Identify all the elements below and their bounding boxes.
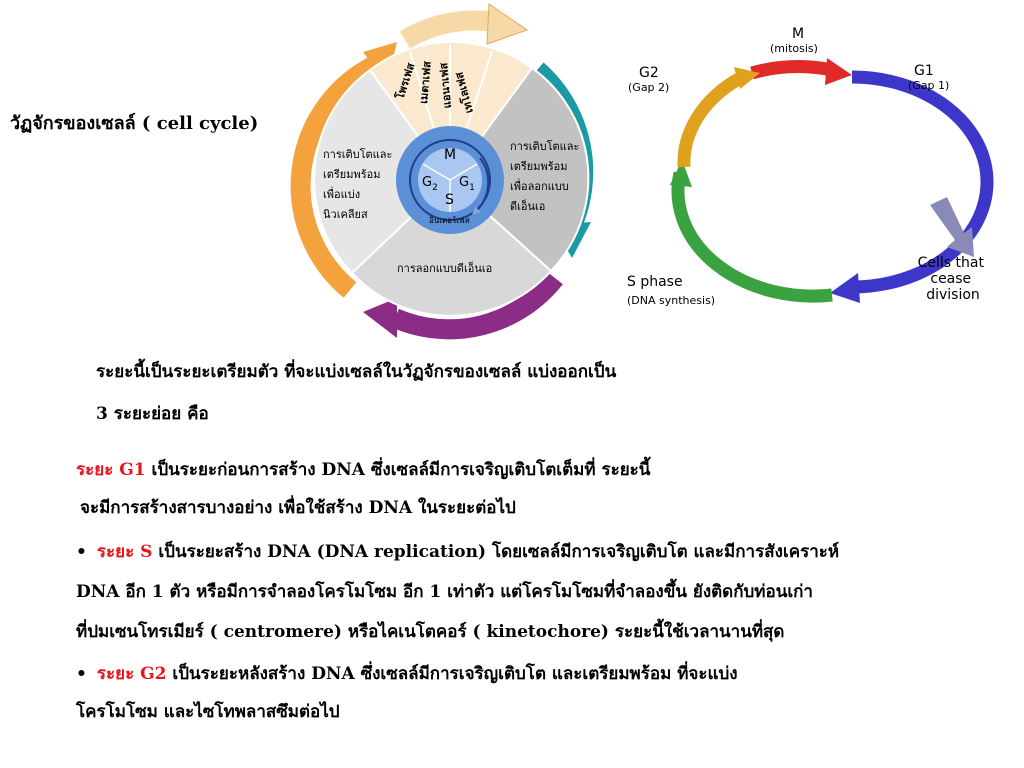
g2-label: G2 <box>639 65 659 81</box>
center-g2-label: G2 <box>422 175 438 193</box>
s-arc <box>671 171 833 303</box>
g2-sub-label: (Gap 2) <box>628 81 669 94</box>
bullet-icon: • <box>76 542 87 562</box>
s-wedge <box>350 178 553 317</box>
g2-paragraph-line-2: โครโมโซม และไซโทพลาสซึมต่อไป <box>76 702 340 722</box>
m-arrowhead <box>825 58 852 85</box>
g1-wedge <box>448 66 590 273</box>
purple-arrow <box>391 271 563 340</box>
interphase-label: อินเตอร์เฟส <box>429 215 470 225</box>
bullet-icon: • <box>76 664 87 684</box>
g2-description: การเติบโตและ เตรียมพร้อม เพื่อแบ่ง นิวเค… <box>323 147 396 221</box>
g1-description: การเติบโตและ เตรียมพร้อม เพื่อลอกแบบ ดีเ… <box>510 139 583 213</box>
intro-line-2: 3 ระยะย่อย คือ <box>96 404 209 424</box>
g1-sub-label: (Gap 1) <box>908 79 949 92</box>
metaphase-label: เมตาเฟส <box>417 60 434 104</box>
cell-cycle-wheel-diagram: โพรเฟส เมตาเฟส แอนาเฟส เทโลเฟส การเติบโต… <box>290 3 594 340</box>
g2-paragraph-line-1: •ระยะ G2 เป็นระยะหลังสร้าง DNA ซึ่งเซลล์… <box>76 664 738 684</box>
s-phase-sub-label: (DNA synthesis) <box>627 294 715 307</box>
m-label: M <box>792 26 804 42</box>
s-arrowhead <box>670 160 692 187</box>
s-paragraph-line-2: DNA อีก 1 ตัว หรือมีการจำลองโครโมโซม อีก… <box>76 582 813 602</box>
peach-arrowhead <box>486 3 529 45</box>
g1-term: ระยะ G1 <box>76 460 146 480</box>
g1-label: G1 <box>914 63 934 79</box>
g2-term: ระยะ G2 <box>96 664 167 684</box>
m-sub-label: (mitosis) <box>770 42 818 55</box>
g1-paragraph-line-2: จะมีการสร้างสารบางอย่าง เพื่อใช้สร้าง DN… <box>80 498 516 518</box>
peach-arrow <box>399 10 497 49</box>
g2-arrowhead <box>734 67 760 89</box>
cell-cycle-ring-diagram: M (mitosis) G1 (Gap 1) G2 (Gap 2) S phas… <box>627 26 994 307</box>
g1-arc <box>851 70 994 294</box>
s-phase-label: S phase <box>627 274 683 290</box>
g1-arrowhead <box>830 273 860 303</box>
s-paragraph-line-3: ที่ปมเซนโทรเมียร์ ( centromere) หรือไคเน… <box>76 622 785 642</box>
slide-title: วัฏจักรของเซลล์ ( cell cycle) <box>10 113 259 134</box>
m-arc <box>750 60 834 80</box>
s-paragraph-line-1: •ระยะ S เป็นระยะสร้าง DNA (DNA replicati… <box>76 542 840 562</box>
g1-paragraph-line-1: ระยะ G1 เป็นระยะก่อนการสร้าง DNA ซึ่งเซล… <box>76 460 651 480</box>
s-term: ระยะ S <box>96 542 153 562</box>
intro-line-1: ระยะนี้เป็นระยะเตรียมตัว ที่จะแบ่งเซลล์ใ… <box>96 362 617 382</box>
g2-arc <box>677 71 746 168</box>
orange-arrow <box>290 56 380 298</box>
center-m-label: M <box>444 147 456 163</box>
center-g1-label: G1 <box>459 175 475 193</box>
anaphase-label: แอนาเฟส <box>437 62 454 109</box>
s-description: การลอกแบบดีเอ็นเอ <box>397 261 492 275</box>
g2-wedge <box>313 68 452 275</box>
exit-label: Cells that cease division <box>918 255 989 303</box>
center-s-label: S <box>445 192 454 208</box>
purple-arrowhead <box>363 298 397 338</box>
exit-arrow <box>930 197 974 257</box>
